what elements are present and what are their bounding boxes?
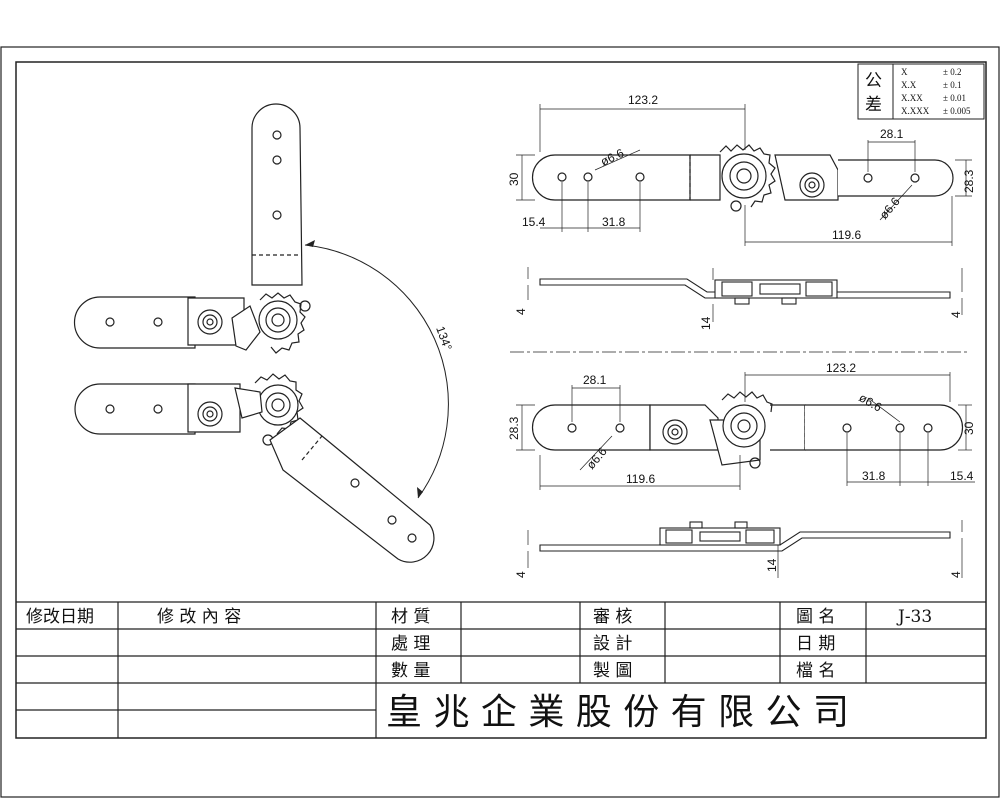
side-offset-top: 14 xyxy=(699,316,713,330)
dim-height-right-bottom: 30 xyxy=(962,421,976,435)
tolerance-value-4: ± 0.005 xyxy=(943,106,971,116)
tolerance-value-1: ± 0.2 xyxy=(943,67,961,77)
dim-overall-top: 123.2 xyxy=(628,93,658,107)
tolerance-format-4: X.XXX xyxy=(901,106,930,116)
label-revision-content: 修 改 內 容 xyxy=(157,607,241,627)
dim-left-length-bottom: 119.6 xyxy=(626,472,655,486)
label-quantity: 數 量 xyxy=(391,661,430,681)
dim-right-length-top: 119.6 xyxy=(832,228,861,242)
label-review: 審 核 xyxy=(593,607,632,627)
dim-height-left-bottom: 28.3 xyxy=(507,416,521,440)
tolerance-format-1: X xyxy=(901,67,908,77)
tolerance-box: 公 差 X ± 0.2 X.X ± 0.1 X.XX ± 0.01 X.XXX … xyxy=(857,63,985,120)
tolerance-format-2: X.X xyxy=(901,80,917,90)
value-drawing-name: J-33 xyxy=(896,607,932,627)
top-side-view xyxy=(527,267,963,322)
dim-pitch-right-bottom: 31.8 xyxy=(862,469,886,483)
title-block xyxy=(16,601,986,738)
label-drawing-name: 圖 名 xyxy=(796,607,835,627)
tolerance-format-3: X.XX xyxy=(901,93,923,103)
tolerance-value-2: ± 0.1 xyxy=(943,80,961,90)
tolerance-label-top: 公 xyxy=(865,71,882,91)
label-revision-date: 修改日期 xyxy=(26,607,94,627)
tolerance-value-3: ± 0.01 xyxy=(943,93,966,103)
dim-pitch-left-bottom: 28.1 xyxy=(583,373,607,387)
rotated-assembly-view xyxy=(73,103,449,563)
label-design: 設 計 xyxy=(593,634,632,654)
side-offset-bottom: 14 xyxy=(765,558,779,572)
dim-hole-dia-right-top: ø6.6 xyxy=(877,194,903,222)
side-thick-left-bottom: 4 xyxy=(514,571,528,578)
label-material: 材 質 xyxy=(391,607,430,627)
outer-border xyxy=(0,46,1000,798)
label-treatment: 處 理 xyxy=(391,634,430,654)
label-drafting: 製 圖 xyxy=(593,661,632,681)
label-file-name: 檔 名 xyxy=(796,661,835,681)
side-thick-right-bottom: 4 xyxy=(949,571,963,578)
tolerance-label-bottom: 差 xyxy=(865,95,882,115)
dim-offset-left-top: 15.4 xyxy=(522,215,546,229)
side-thick-right-top: 4 xyxy=(949,311,963,318)
company-name: 皇 兆 企 業 股 份 有 限 公 司 xyxy=(386,692,849,733)
angle-label: 134° xyxy=(433,324,455,352)
dim-height-right-top: 28.3 xyxy=(962,169,976,193)
label-date: 日 期 xyxy=(796,634,835,654)
dim-offset-right-bottom: 15.4 xyxy=(950,469,974,483)
dim-pitch-left-top: 31.8 xyxy=(602,215,626,229)
dim-pitch-right-top: 28.1 xyxy=(880,127,904,141)
top-plan-view xyxy=(516,104,972,246)
dim-height-left-top: 30 xyxy=(507,172,521,186)
side-thick-left-top: 4 xyxy=(514,308,528,315)
bottom-plan-view xyxy=(516,372,975,490)
inner-border xyxy=(15,61,987,739)
bottom-side-view xyxy=(527,520,963,578)
dim-overall-bottom: 123.2 xyxy=(826,361,856,375)
